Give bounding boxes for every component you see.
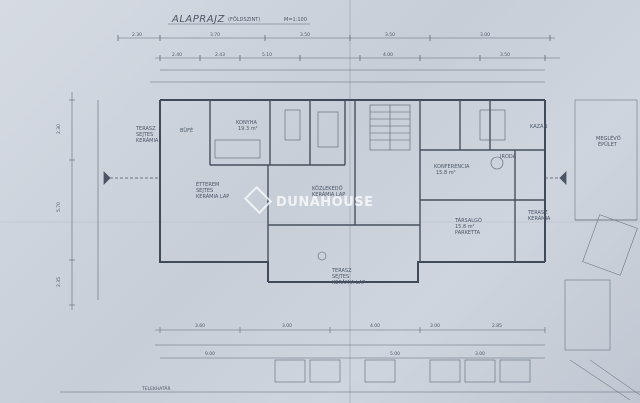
dim-top1-0: 2.30: [132, 32, 142, 38]
section-markers: [103, 171, 567, 185]
room-kazan: KAZÁN: [530, 123, 547, 130]
room-iroda: IRODA: [500, 154, 517, 160]
fixtures: [214, 109, 506, 261]
exterior-walls: [159, 99, 546, 283]
room-terasz-bottom: TERASZ SEJTES KERÁMIA LAP: [331, 268, 365, 286]
room-konyha: KONYHA 19.3 m²: [236, 120, 259, 132]
watermark-logo-icon: [243, 185, 273, 215]
footer-note: TELEKHATÁR: [141, 385, 171, 392]
plan-title-sub: (FÖLDSZINT): [228, 16, 260, 23]
dim-left-1: 5.70: [56, 202, 62, 212]
room-tarsalgo: TÁRSALGÓ 15.8 m² PARKETTA: [454, 217, 483, 236]
dim-bottom1-4: 2.85: [492, 323, 502, 329]
parking-spaces: [274, 359, 531, 383]
dim-top2-4: 3.50: [500, 52, 510, 58]
dim-top2-2: 5.10: [262, 52, 272, 58]
dim-top2-3: 4.00: [383, 52, 393, 58]
dim-bottom1-0: 3.60: [195, 323, 205, 329]
dim-bottom1-1: 3.00: [282, 323, 292, 329]
existing-building: [564, 99, 640, 401]
dim-top2-1: 2.43: [215, 52, 225, 58]
stairs: [369, 104, 411, 151]
dim-bottom2-2: 3.00: [475, 351, 485, 357]
dim-bottom1-3: 3.00: [430, 323, 440, 329]
watermark-text: DUNAHOUSE: [276, 195, 374, 210]
room-terasz-right: TERASZ KERÁMIA: [527, 210, 551, 222]
room-kozlekedo: KÖZLEKEDŐ KERÁMIA LAP: [312, 185, 345, 198]
dim-bottom2-1: 5.00: [390, 351, 400, 357]
bottom-dimension-lines: [155, 327, 546, 359]
dim-top1-2: 3.50: [300, 32, 310, 38]
plan-title: ALAPRAJZ: [171, 14, 226, 25]
dim-top1-3: 3.50: [385, 32, 395, 38]
room-terasz-left: TERASZ SEJTES KERÁMIA: [135, 126, 159, 144]
top-dimension-lines: [117, 35, 560, 83]
interior-walls: [209, 100, 545, 262]
room-konferencia: KONFERENCIA 15.8 m²: [434, 164, 471, 176]
room-buro: BÜFÉ: [180, 126, 193, 134]
watermark: DUNAHOUSE: [243, 185, 374, 215]
room-etterem: ÉTTEREM SEJTES KERÁMIA LAP: [196, 180, 229, 200]
room-regi-epulet: MEGLÉVŐ ÉPÜLET: [596, 134, 622, 148]
dim-left-2: 2.35: [56, 277, 62, 287]
dim-top1-1: 3.70: [210, 32, 220, 38]
dim-bottom1-2: 4.00: [370, 323, 380, 329]
dim-bottom2-0: 9.00: [205, 351, 215, 357]
room-labels: TERASZ SEJTES KERÁMIA BÜFÉ KONYHA 19.3 m…: [135, 120, 622, 286]
dim-left-0: 2.30: [56, 124, 62, 134]
dim-top1-4: 3.00: [480, 32, 490, 38]
dim-top2-0: 2.40: [172, 52, 182, 58]
left-dimension-lines: [69, 92, 99, 310]
plan-scale: M=1:100: [284, 17, 307, 23]
